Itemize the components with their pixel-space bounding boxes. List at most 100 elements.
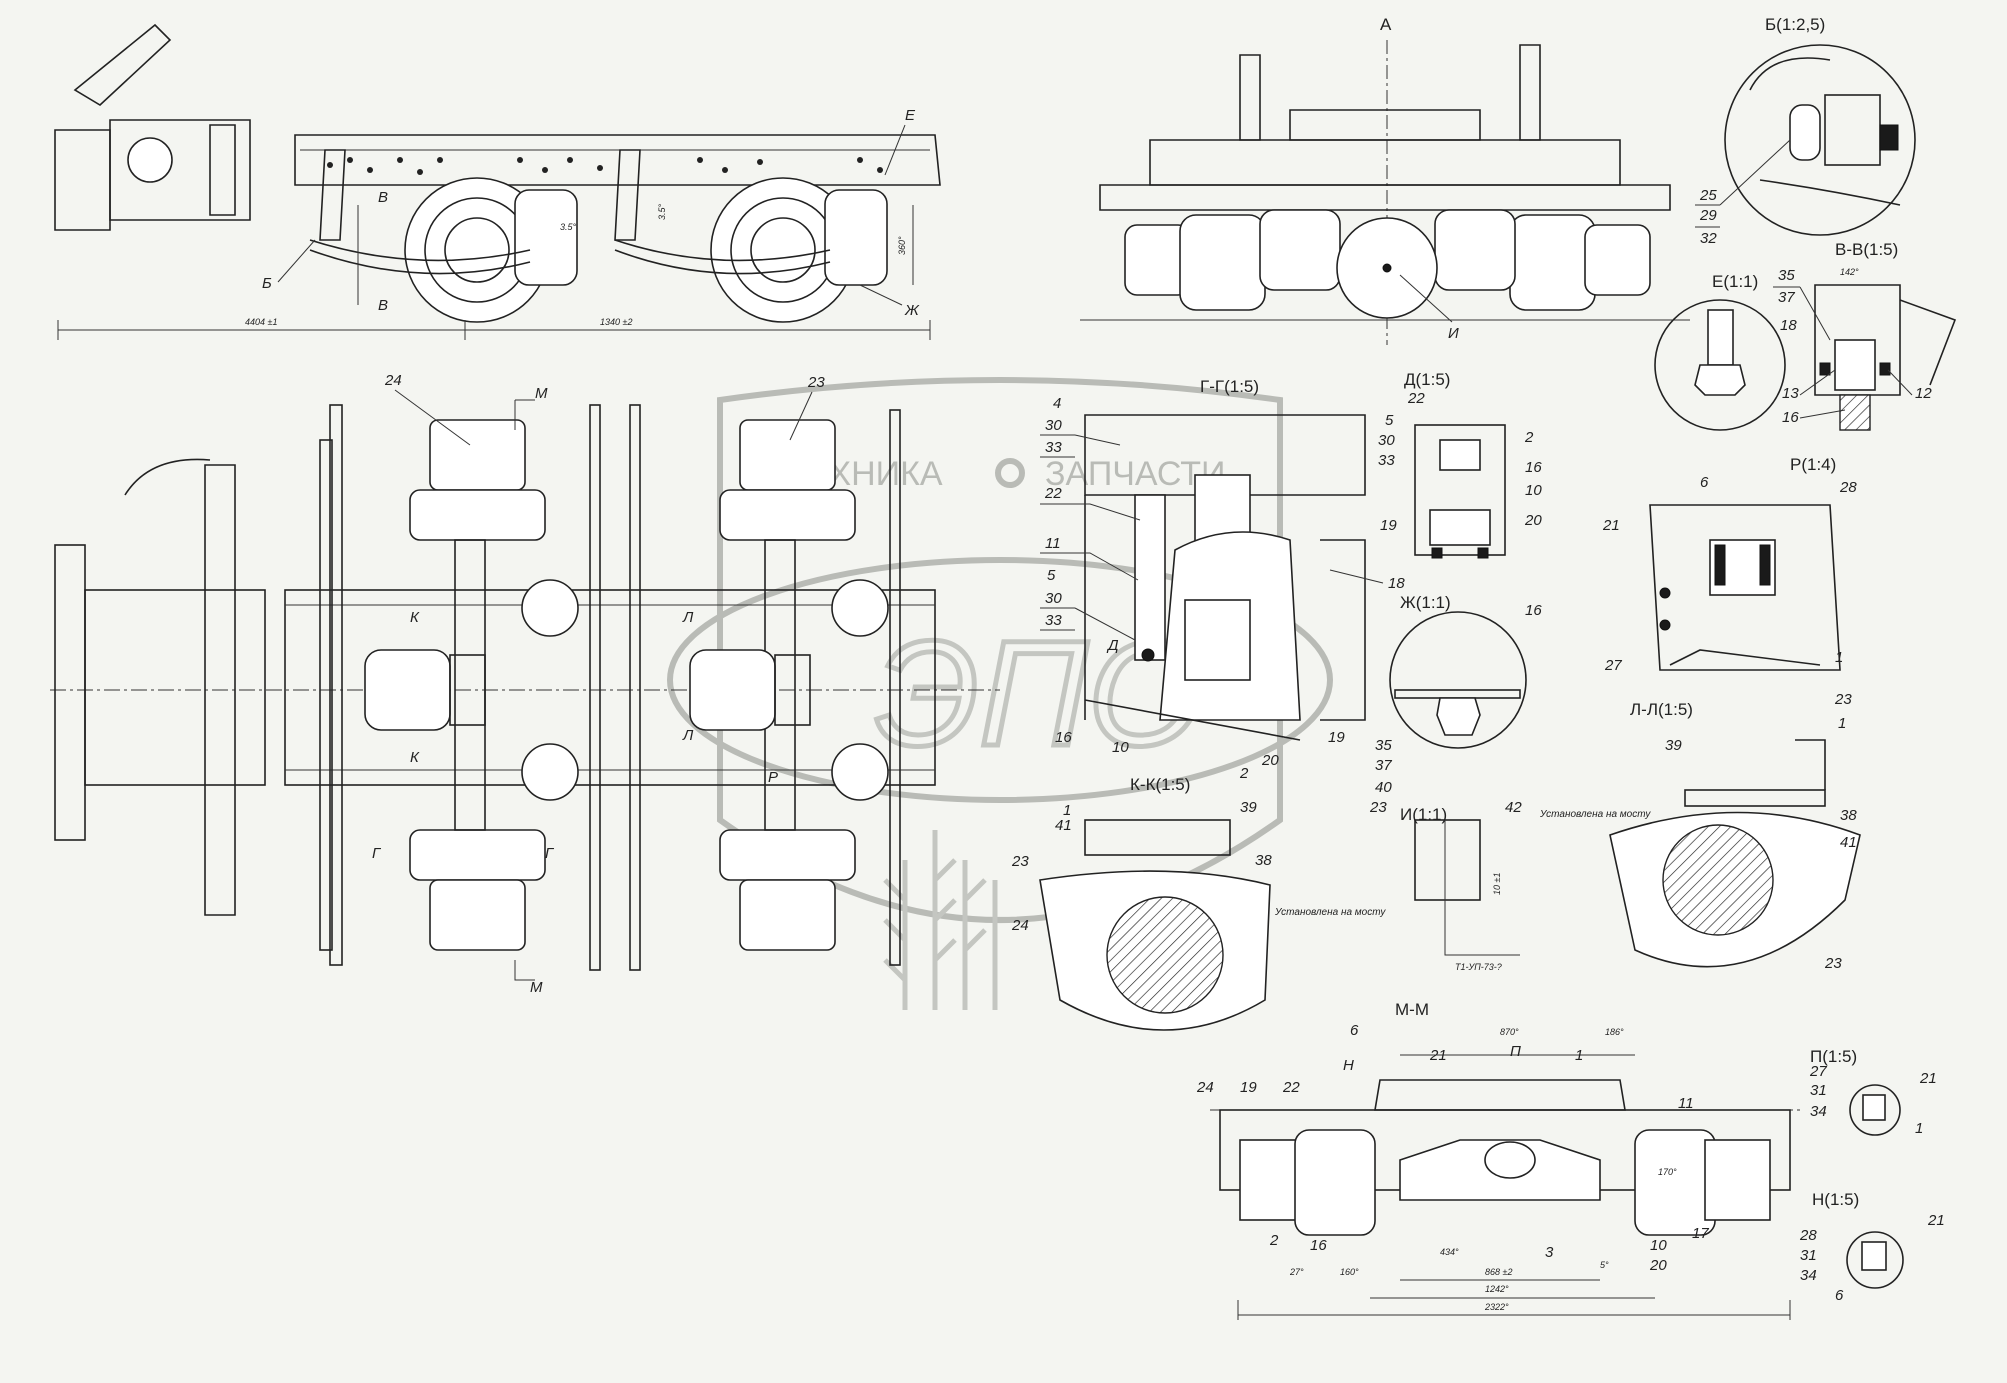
view-e-title: Е(1:1) — [1712, 272, 1758, 291]
view-mm-n20: 20 — [1649, 1257, 1667, 1274]
view-mm-d170: 170° — [1658, 1167, 1677, 1177]
side-letter-b: Б — [262, 275, 272, 292]
view-ll-title: Л-Л(1:5) — [1630, 700, 1693, 719]
view-gg-n10: 10 — [1112, 739, 1129, 756]
view-p-n28: 28 — [1839, 479, 1857, 496]
view-n-n21: 21 — [1927, 1212, 1945, 1229]
view-zh-n37: 37 — [1375, 757, 1392, 774]
view-i: И(1:1) 23 42 Установлена на мосту 10 ±1 … — [1369, 799, 1651, 972]
view-d-title: Д(1:5) — [1404, 370, 1450, 389]
view-gg-title: Г-Г(1:5) — [1200, 377, 1259, 396]
view-pi-n21: 21 — [1919, 1070, 1937, 1087]
plan-g-left: Г — [372, 845, 382, 862]
view-ll-n38: 38 — [1840, 807, 1857, 824]
view-a: А И — [1080, 15, 1690, 345]
view-i-code: Т1-УП-73-? — [1455, 962, 1502, 972]
view-mm-letter-p: П — [1510, 1043, 1521, 1060]
view-mm-n16: 16 — [1310, 1237, 1327, 1254]
plan-l-bottom: Л — [682, 727, 694, 744]
view-d: Д(1:5) 22 5 30 33 2 16 10 20 19 — [1378, 370, 1542, 559]
plan-k-top: К — [410, 609, 420, 626]
side-letter-v2: В — [378, 297, 388, 314]
view-p-n6: 6 — [1700, 474, 1709, 491]
view-b-n32: 32 — [1700, 230, 1717, 247]
view-i-n42: 42 — [1505, 799, 1522, 816]
side-angle-2: 3.5° — [657, 203, 667, 220]
view-mm-n17: 17 — [1692, 1225, 1709, 1242]
view-n-n34: 34 — [1800, 1267, 1817, 1284]
view-d-n22: 22 — [1407, 390, 1425, 407]
view-gg-n33a: 33 — [1045, 439, 1062, 456]
view-zh-n35: 35 — [1375, 737, 1392, 754]
view-kk-n41: 41 — [1055, 817, 1072, 834]
view-d-n30: 30 — [1378, 432, 1395, 449]
view-mm-n10: 10 — [1650, 1237, 1667, 1254]
view-vv-dim: 142° — [1840, 267, 1859, 277]
view-kk-note: Установлена на мосту — [1274, 907, 1386, 918]
view-b-n29: 29 — [1699, 207, 1717, 224]
view-vv-n16: 16 — [1782, 409, 1799, 426]
view-vv-n18: 18 — [1780, 317, 1797, 334]
view-gg-n30a: 30 — [1045, 417, 1062, 434]
view-gg-n4: 4 — [1053, 395, 1061, 412]
view-mm-n6: 6 — [1350, 1022, 1359, 1039]
view-ll: Л-Л(1:5) 39 1 38 41 23 — [1609, 700, 1861, 972]
plan-k-bottom: К — [410, 749, 420, 766]
view-kk-title: К-К(1:5) — [1130, 775, 1190, 794]
view-mm-n19: 19 — [1240, 1079, 1257, 1096]
view-b: Б(1:2,5) 25 29 32 — [1695, 15, 1916, 247]
view-pi-title: П(1:5) — [1810, 1047, 1857, 1066]
view-pi-n34: 34 — [1810, 1103, 1827, 1120]
view-mm-d434: 434° — [1440, 1247, 1459, 1257]
view-n: Н(1:5) 28 31 34 21 6 — [1799, 1190, 1945, 1304]
view-pi-n1: 1 — [1915, 1120, 1923, 1137]
view-gg-n11: 11 — [1045, 535, 1061, 552]
view-mm-n1: 1 — [1575, 1047, 1583, 1064]
view-b-title: Б(1:2,5) — [1765, 15, 1825, 34]
view-p-n27: 27 — [1604, 657, 1622, 674]
view-mm-n3: 3 — [1545, 1244, 1554, 1261]
view-mm-d870: 870° — [1500, 1027, 1519, 1037]
view-zh-title: Ж(1:1) — [1400, 593, 1451, 612]
view-d-n16: 16 — [1525, 459, 1542, 476]
view-gg-n5: 5 — [1047, 567, 1056, 584]
view-n-n28: 28 — [1799, 1227, 1817, 1244]
view-kk-n39: 39 — [1240, 799, 1257, 816]
view-p-n1: 1 — [1835, 649, 1843, 666]
view-b-n25: 25 — [1699, 187, 1717, 204]
view-p-n23: 23 — [1834, 691, 1852, 708]
view-gg-n16: 16 — [1055, 729, 1072, 746]
view-mm-d1242: 1242° — [1485, 1284, 1509, 1294]
side-angle-1: 3.5° — [560, 222, 577, 232]
view-gg-n19: 19 — [1328, 729, 1345, 746]
view-mm-title: М-М — [1395, 1000, 1429, 1019]
view-kk-n23: 23 — [1011, 853, 1029, 870]
view-pi-n31: 31 — [1810, 1082, 1827, 1099]
view-d-n5: 5 — [1385, 412, 1394, 429]
view-gg-letter-d: Д — [1106, 637, 1119, 654]
view-d-n2: 2 — [1524, 429, 1534, 446]
watermark-wheat-icon — [883, 830, 998, 1010]
view-p: Р(1:4) 6 28 21 27 1 23 — [1602, 455, 1857, 708]
view-mm-n22: 22 — [1282, 1079, 1300, 1096]
view-mm-n21: 21 — [1429, 1047, 1447, 1064]
view-mm: М-М 6 Н 21 П 1 870° 186° 24 19 22 11 170… — [1196, 1000, 1800, 1320]
side-height: 360° — [897, 236, 907, 255]
view-ll-n23: 23 — [1824, 955, 1842, 972]
view-kk-n1: 1 — [1063, 802, 1071, 819]
plan-part-23: 23 — [807, 374, 825, 391]
view-gg-n33b: 33 — [1045, 612, 1062, 629]
view-kk-n38: 38 — [1255, 852, 1272, 869]
view-d-n10: 10 — [1525, 482, 1542, 499]
view-mm-n24: 24 — [1196, 1079, 1214, 1096]
view-mm-letter-n: Н — [1343, 1057, 1354, 1074]
side-dim-2: 1340 ±2 — [600, 317, 632, 327]
view-d-n20: 20 — [1524, 512, 1542, 529]
side-letter-v1: В — [378, 189, 388, 206]
view-kk-n24: 24 — [1011, 917, 1029, 934]
view-mm-d2322: 2322° — [1484, 1302, 1509, 1312]
plan-part-24: 24 — [384, 372, 402, 389]
view-mm-d868: 868 ±2 — [1485, 1267, 1512, 1277]
view-p-n21: 21 — [1602, 517, 1620, 534]
